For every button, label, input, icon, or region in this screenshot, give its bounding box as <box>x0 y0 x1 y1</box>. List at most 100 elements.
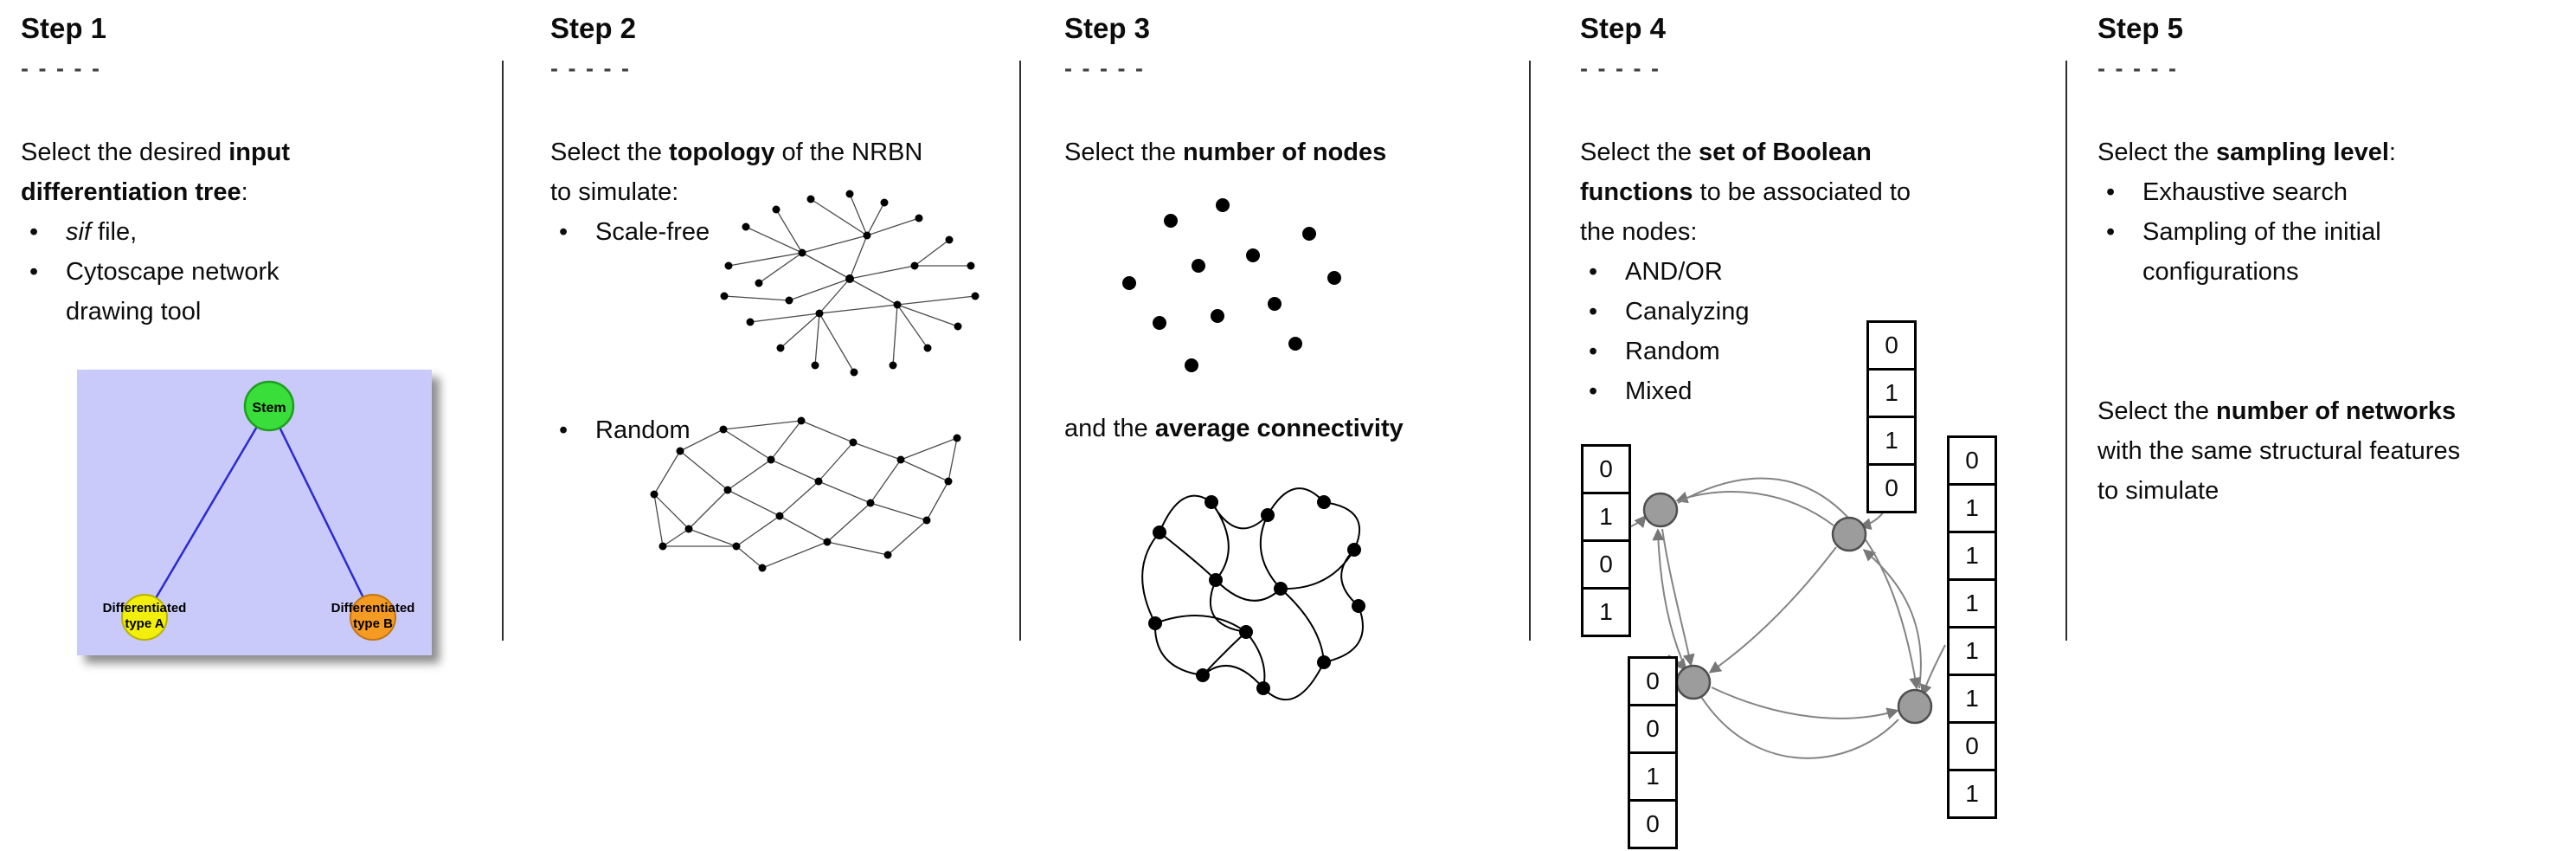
step-3-dashed-separator: - - - - - <box>1064 55 1145 81</box>
type-b-label-line1: Differentiated <box>331 601 415 616</box>
tree-edge-stem-to-b <box>267 405 375 618</box>
bullet-text: AND/OR <box>1625 258 1723 286</box>
truth-table-cell: 0 <box>1866 320 1917 371</box>
type-a-label-line1: Differentiated <box>103 601 187 616</box>
step-4-bullet-canalyzing: • Canalyzing <box>1580 292 2054 332</box>
truth-table-cell: 1 <box>1947 578 1997 629</box>
truth-table-cell: 0 <box>1866 463 1917 513</box>
bullet-text: Canalyzing <box>1625 298 1750 326</box>
truth-table-cell: 0 <box>1628 704 1678 754</box>
stem-node-label: Stem <box>252 401 286 416</box>
step-4-bullet-random: • Random <box>1580 332 2054 371</box>
column-divider <box>1529 61 1531 641</box>
step-1-title: Step 1 <box>21 12 107 44</box>
random-network-image <box>650 416 961 572</box>
truth-table-cell: 1 <box>1866 416 1917 466</box>
truth-table-cell: 1 <box>1947 483 1997 533</box>
tree-edge-stem-to-a <box>143 405 271 618</box>
step-1-bullet-cytoscape: • Cytoscape network drawing tool <box>21 252 492 332</box>
truth-table-cell: 1 <box>1947 674 1997 724</box>
truth-table-cell: 0 <box>1581 539 1631 590</box>
step-5-instruction-sampling: Select the sampling level: <box>2097 139 2396 166</box>
step-4-panel: Step 4 - - - - - Select the set of Boole… <box>1580 12 2054 849</box>
bullet-text: Cytoscape network drawing tool <box>66 258 279 326</box>
scale-free-network-image <box>720 190 980 377</box>
type-a-node-circle <box>121 594 168 641</box>
step-1-dashed-separator: - - - - - <box>21 55 101 81</box>
step-5-panel: Step 5 - - - - - Select the sampling lev… <box>2097 12 2565 843</box>
bullet-marker: • <box>559 218 569 246</box>
differentiation-tree-image: Stem Differentiated type A Differentiate… <box>77 370 432 655</box>
boolean-network-svg <box>1628 477 1946 759</box>
truth-table-cell: 0 <box>1947 435 1997 486</box>
step-5-dashed-separator: - - - - - <box>2097 55 2178 81</box>
step-4-bullet-andor: • AND/OR <box>1580 252 2054 292</box>
step-2-bullet-random: • Random <box>550 410 691 450</box>
nodes-scatter-image <box>1122 198 1341 372</box>
truth-table-cell: 1 <box>1947 769 1997 819</box>
step-1-panel: Step 1 - - - - - Select the desired inpu… <box>21 12 492 843</box>
differentiated-type-b-node: Differentiated type B <box>331 594 415 641</box>
step-2-title: Step 2 <box>550 12 637 44</box>
bullet-marker: • <box>29 258 39 286</box>
differentiated-type-a-node: Differentiated type A <box>103 594 187 641</box>
stem-node-circle <box>243 380 295 432</box>
step-2-instruction: Select the topology of the NRBN to simul… <box>550 139 923 206</box>
step-5-instruction-networks: Select the number of networks with the s… <box>2097 397 2461 505</box>
bullet-text: Random <box>1625 338 1720 365</box>
column-divider <box>2065 61 2067 641</box>
step-4-instruction: Select the set of Boolean functions to b… <box>1580 139 1911 246</box>
bullet-marker: • <box>2106 178 2116 206</box>
bullet-text: Exhaustive search <box>2142 178 2348 206</box>
step-4-dashed-separator: - - - - - <box>1580 55 1661 81</box>
average-connectivity-network-image <box>1141 487 1365 701</box>
step-3-panel: Step 3 - - - - - Select the number of no… <box>1064 12 1519 843</box>
step-4-bullet-mixed: • Mixed <box>1580 371 2054 411</box>
step-5-bullet-sampling: • Sampling of the initial configurations <box>2097 212 2565 292</box>
differentiation-tree-svg: Stem Differentiated type A Differentiate… <box>77 370 432 655</box>
boolean-network-nodes <box>1642 492 1933 725</box>
bullet-marker: • <box>559 416 569 444</box>
step-3-instruction-nodes: Select the number of nodes <box>1064 139 1387 166</box>
truth-table-cell: 0 <box>1947 721 1997 771</box>
bullet-marker: • <box>1589 338 1598 365</box>
bullet-marker: • <box>2106 218 2116 246</box>
bullet-text: Sampling of the initial configurations <box>2142 218 2381 286</box>
step-2-panel: Step 2 - - - - - Select the topology of … <box>550 12 1009 843</box>
bullet-marker: • <box>1589 258 1598 286</box>
truth-table-cell: 0 <box>1581 444 1631 494</box>
step-2-dashed-separator: - - - - - <box>550 55 631 81</box>
bullet-marker: • <box>29 218 39 246</box>
step-5-bullet-exhaustive: • Exhaustive search <box>2097 172 2565 212</box>
truth-table-cell: 0 <box>1628 799 1678 849</box>
truth-table-cell: 1 <box>1581 587 1631 637</box>
truth-table-cell: 1 <box>1628 751 1678 802</box>
truth-table-cell: 1 <box>1947 626 1997 676</box>
step-4-title: Step 4 <box>1580 12 1667 44</box>
step-1-instruction: Select the desired input differentiation… <box>21 139 291 206</box>
bullet-text: Mixed <box>1625 377 1693 405</box>
step-5-title: Step 5 <box>2097 12 2184 44</box>
truth-table-cell: 0 <box>1628 656 1678 706</box>
bullet-marker: • <box>1589 298 1598 326</box>
truth-table-cell: 1 <box>1866 368 1917 418</box>
step-3-title: Step 3 <box>1064 12 1151 44</box>
bullet-marker: • <box>1589 377 1598 405</box>
type-a-label-line2: type A <box>125 616 164 631</box>
step-3-instruction-connectivity: and the average connectivity <box>1064 415 1404 442</box>
column-divider <box>1019 61 1021 641</box>
type-b-label-line2: type B <box>353 616 393 631</box>
bullet-text: sif file, <box>66 218 138 246</box>
stem-node: Stem <box>243 380 295 432</box>
step-1-bullet-sif: • sif file, <box>21 212 492 252</box>
step-2-bullet-scale-free: • Scale-free <box>550 212 1009 252</box>
truth-table-cell: 1 <box>1581 492 1631 542</box>
bullet-text: Random <box>595 416 691 444</box>
bullet-text: Scale-free <box>595 218 710 246</box>
